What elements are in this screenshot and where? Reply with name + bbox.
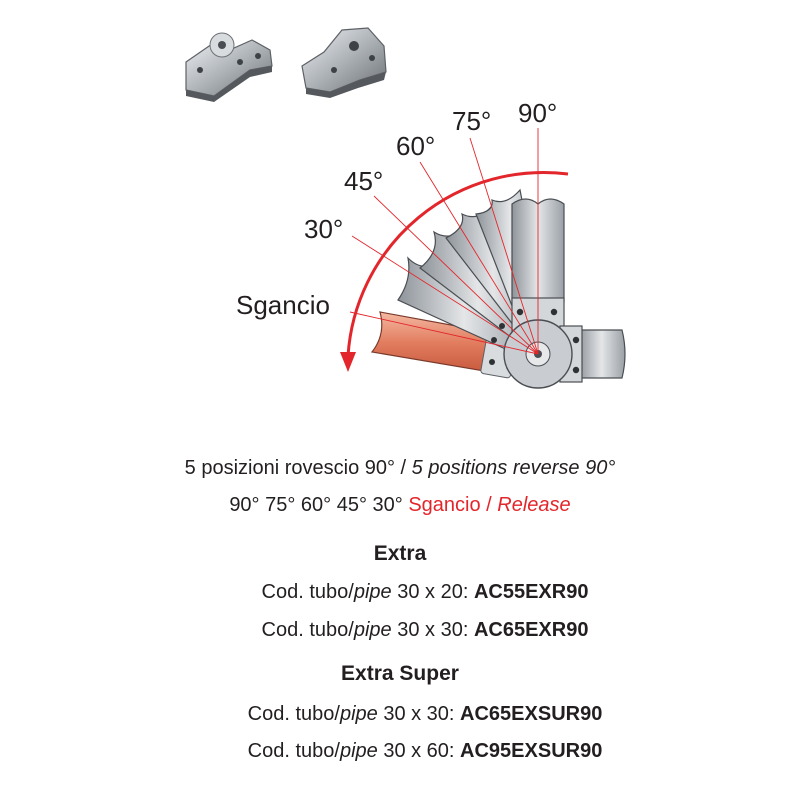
extra-heading: Extra <box>373 542 427 565</box>
row-size: 30 x 30: <box>391 619 474 641</box>
caption-line-2: 90° 75° 60° 45° 30° Sgancio / Release <box>0 493 800 517</box>
hinge-photo-flat <box>185 32 273 102</box>
row-size: 30 x 60: <box>377 740 461 762</box>
row-prefix: Cod. tubo/ <box>247 740 340 762</box>
product-code: AC65EXR90 <box>473 619 589 641</box>
row-prefix: Cod. tubo/ <box>261 619 354 641</box>
caption-positions-en: 5 positions reverse 90° <box>411 457 616 479</box>
row-size: 30 x 20: <box>391 581 474 603</box>
extra-super-heading: Extra Super <box>341 662 459 685</box>
rotation-arrow <box>340 170 569 372</box>
row-pipe: pipe <box>353 619 392 641</box>
label-75: 75° <box>452 106 491 136</box>
extra-row-2: Cod. tubo/pipe 30 x 30: AC65EXR90 <box>25 618 800 642</box>
row-pipe: pipe <box>339 703 378 725</box>
hinge-diagram: 90° 75° 60° 45° 30° Sgancio <box>185 27 626 389</box>
caption-sep-2: / <box>480 494 498 516</box>
label-30: 30° <box>304 214 343 244</box>
row-prefix: Cod. tubo/ <box>261 581 354 603</box>
caption-angles: 90° 75° 60° 45° 30° <box>229 494 409 516</box>
product-code: AC65EXSUR90 <box>460 703 603 725</box>
row-pipe: pipe <box>339 740 378 762</box>
label-45: 45° <box>344 166 383 196</box>
extra-row-1: Cod. tubo/pipe 30 x 20: AC55EXR90 <box>25 580 800 604</box>
caption-release-en: Release <box>497 494 571 516</box>
extra-super-row-2: Cod. tubo/pipe 30 x 60: AC95EXSUR90 <box>25 739 800 763</box>
label-90: 90° <box>518 98 557 128</box>
product-code: AC55EXR90 <box>473 581 589 603</box>
caption-sep: / <box>395 457 412 479</box>
row-prefix: Cod. tubo/ <box>247 703 340 725</box>
caption-release-it: Sgancio <box>408 494 481 516</box>
caption-positions-it: 5 posizioni rovescio 90° <box>184 457 395 479</box>
label-60: 60° <box>396 131 435 161</box>
row-size: 30 x 30: <box>377 703 461 725</box>
hinge-photo-angled <box>301 27 387 98</box>
product-code: AC95EXSUR90 <box>460 740 603 762</box>
extra-super-row-1: Cod. tubo/pipe 30 x 30: AC65EXSUR90 <box>25 702 800 726</box>
row-pipe: pipe <box>353 581 392 603</box>
label-release: Sgancio <box>236 290 330 320</box>
caption-line-1: 5 posizioni rovescio 90° / 5 positions r… <box>0 456 800 480</box>
